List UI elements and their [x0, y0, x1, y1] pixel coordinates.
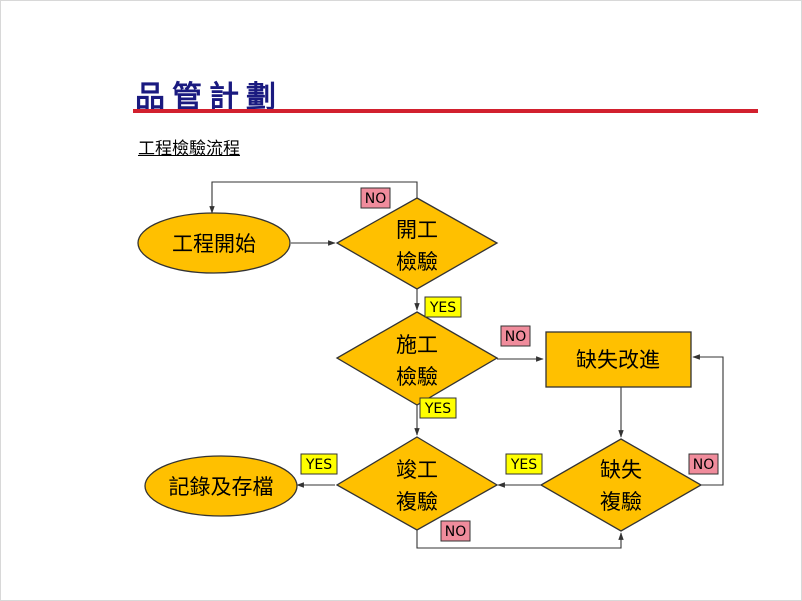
label-yes-start-inspection: YES [424, 296, 462, 318]
completion-reinspection-label-line1: 竣工 [396, 458, 438, 482]
yes-badge-text: YES [429, 300, 456, 316]
label-no-defect-reinspection: NO [688, 453, 719, 475]
node-defect-improvement: 缺失改進 [545, 331, 692, 388]
no-badge-text: NO [365, 191, 387, 207]
construction-inspection-label-line2: 檢驗 [396, 365, 438, 389]
no-badge-box [500, 325, 531, 347]
label-yes-defect-reinspection: YES [505, 453, 543, 475]
yes-badge-box [419, 397, 457, 419]
yes-badge-text: YES [305, 457, 332, 473]
yes-badge-box [300, 453, 338, 475]
no-badge-box [360, 187, 391, 209]
node-construction-inspection: 施工 檢驗 [335, 311, 499, 406]
arrow-completion-no-loop [416, 530, 624, 549]
no-badge-box [688, 453, 719, 475]
label-yes-construction-inspection: YES [419, 397, 457, 419]
arrow-start-inspection-no-loop [209, 181, 418, 214]
node-defect-reinspection: 缺失 複驗 [539, 438, 703, 532]
yes-badge-box [505, 453, 543, 475]
yes-badge-box [424, 296, 462, 318]
page-subtitle: 工程檢驗流程 [138, 139, 240, 159]
start-inspection-label-line2: 檢驗 [396, 250, 438, 274]
start-inspection-diamond [335, 197, 499, 290]
completion-reinspection-label-line2: 複驗 [396, 490, 438, 514]
defect-reinspection-label-line1: 缺失 [600, 458, 642, 482]
node-start-inspection: 開工 檢驗 [335, 197, 499, 290]
start-ellipse [137, 212, 291, 274]
no-badge-text: NO [505, 329, 527, 345]
start-inspection-label-line1: 開工 [396, 218, 438, 242]
record-archive-ellipse [144, 455, 298, 517]
defect-reinspection-diamond [539, 438, 703, 532]
no-badge-text: NO [445, 524, 467, 540]
node-record-archive: 記錄及存檔 [144, 455, 298, 517]
arrow-defect-reinspection-no-loop [692, 354, 724, 486]
defect-reinspection-label-line2: 複驗 [600, 490, 642, 514]
record-archive-label: 記錄及存檔 [169, 475, 274, 499]
node-start: 工程開始 [137, 212, 291, 274]
title-underline-rule [133, 109, 758, 113]
completion-reinspection-diamond [335, 436, 499, 531]
no-badge-text: NO [693, 457, 715, 473]
label-no-start-inspection: NO [360, 187, 391, 209]
construction-inspection-label-line1: 施工 [396, 333, 438, 357]
yes-badge-text: YES [424, 401, 451, 417]
yes-badge-text: YES [510, 457, 537, 473]
defect-improvement-label: 缺失改進 [576, 348, 660, 372]
label-yes-completion: YES [300, 453, 338, 475]
start-label: 工程開始 [172, 232, 256, 256]
node-completion-reinspection: 竣工 複驗 [335, 436, 499, 531]
label-no-completion: NO [440, 520, 471, 542]
construction-inspection-diamond [335, 311, 499, 406]
defect-improvement-box [545, 331, 692, 388]
label-no-construction-inspection: NO [500, 325, 531, 347]
no-badge-box [440, 520, 471, 542]
connectors [209, 181, 724, 549]
